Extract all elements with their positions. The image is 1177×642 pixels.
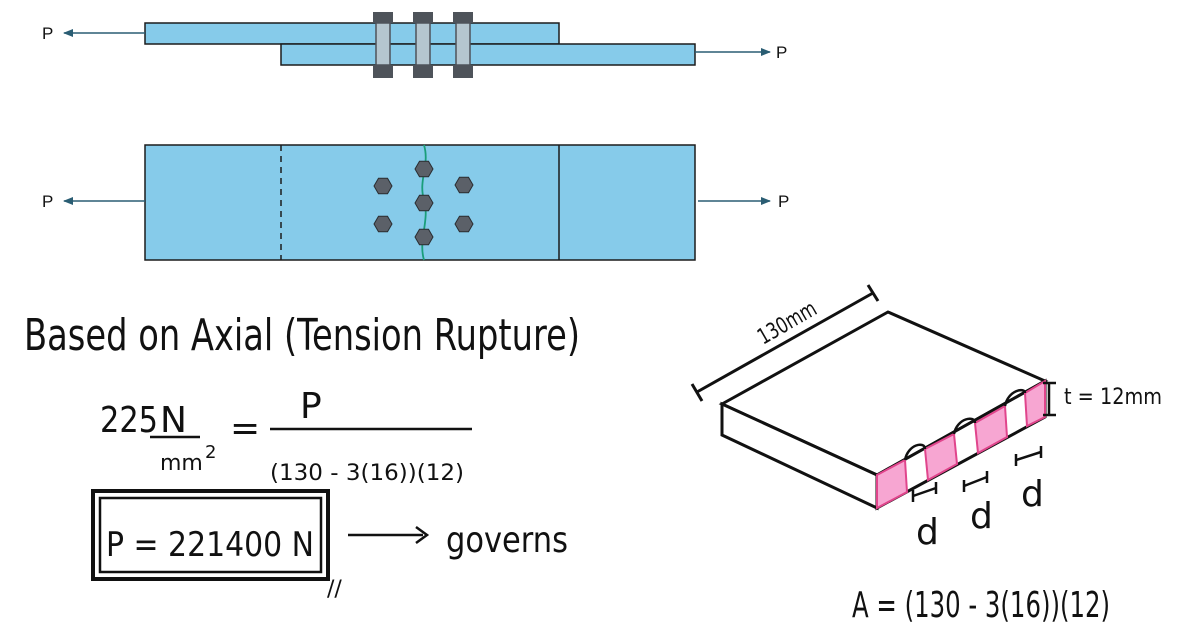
bolt-head xyxy=(454,176,474,194)
bolt-side-1 xyxy=(373,12,393,78)
net-area-segment xyxy=(923,432,959,482)
bolt-side-3 xyxy=(453,12,473,78)
plan-view: P P xyxy=(42,144,789,261)
stress-value: 225 xyxy=(100,400,158,441)
result-double-tick: // xyxy=(327,577,342,602)
stress-unit-numerator: N xyxy=(160,400,187,441)
width-dimension-tick xyxy=(866,284,880,302)
result-value: P = 221400 N xyxy=(106,525,314,565)
governs-label: governs xyxy=(446,520,568,561)
hole-label-1: d xyxy=(916,512,939,553)
width-dimension-tick xyxy=(690,383,704,402)
plan-left-force-label: P xyxy=(42,192,53,211)
bolt-hole-cut xyxy=(1003,389,1027,407)
hole-dim-bar xyxy=(1015,450,1042,462)
equation-denominator: (130 - 3(16))(12) xyxy=(270,461,464,486)
result-box-outer xyxy=(91,489,330,581)
stress-unit-denominator: mm xyxy=(160,451,203,476)
area-formula: A = (130 - 3(16))(12) xyxy=(852,585,1110,626)
bolt-head xyxy=(373,215,393,233)
plan-right-force-label: P xyxy=(778,192,789,211)
bottom-plate xyxy=(280,43,696,66)
hole-label-3: d xyxy=(1021,474,1044,515)
width-dimension-line xyxy=(696,291,874,394)
hole-dim-bar xyxy=(963,475,988,488)
top-plate xyxy=(144,22,560,45)
handwritten-notes: Based on Axial (Tension Rupture) 225 N m… xyxy=(24,310,580,602)
notes-heading: Based on Axial (Tension Rupture) xyxy=(24,310,580,361)
governs-arrowhead xyxy=(415,525,430,545)
stress-unit-exponent: 2 xyxy=(205,442,216,463)
equation-numerator: P xyxy=(300,386,322,427)
bolt-head xyxy=(414,160,434,178)
bolt-head xyxy=(414,194,434,212)
net-area-segment xyxy=(1023,379,1046,428)
net-area-segment xyxy=(973,404,1009,455)
net-area-segment xyxy=(876,458,909,510)
bolt-head xyxy=(373,177,393,195)
bolt-head xyxy=(454,215,474,233)
thickness-label: t = 12mm xyxy=(1064,385,1162,410)
side-left-force-label: P xyxy=(42,24,53,43)
hole-dim-bar xyxy=(912,486,937,498)
equation-equals: = xyxy=(230,408,260,449)
bolt-head xyxy=(414,228,434,246)
side-right-force-label: P xyxy=(776,43,787,62)
hole-label-2: d xyxy=(970,496,993,537)
isometric-plate: 130mm t = 12mm d d d A = (130 - 3(16))(1… xyxy=(690,284,1162,626)
result-box-inner xyxy=(98,496,323,574)
bolt-hole-cut xyxy=(952,417,977,435)
bolt-side-2 xyxy=(413,12,433,78)
bolt-hole-cut xyxy=(903,443,927,461)
side-view: P P xyxy=(42,12,787,78)
